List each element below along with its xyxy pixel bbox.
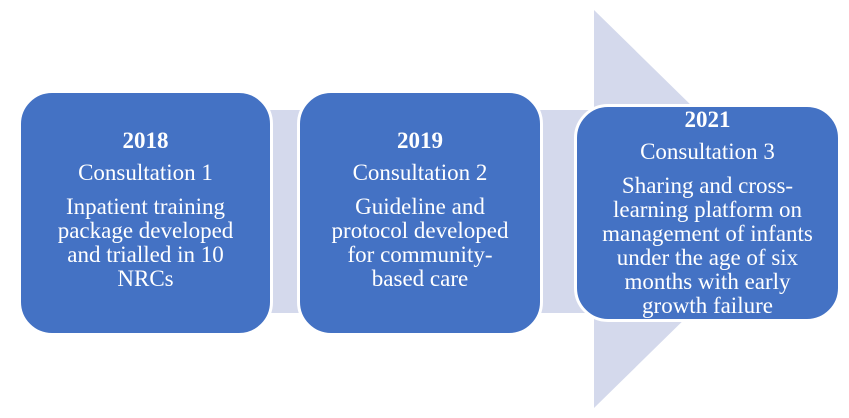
milestone-description: Sharing and cross- learning platform on … xyxy=(602,173,813,318)
milestone-description: Guideline and protocol developed for com… xyxy=(331,194,509,291)
milestone-label: Consultation 1 xyxy=(78,160,213,185)
milestone-box-2021: 2021 Consultation 3 Sharing and cross- l… xyxy=(574,104,841,322)
milestone-year: 2019 xyxy=(397,128,443,153)
milestone-box-2018: 2018 Consultation 1 Inpatient training p… xyxy=(18,90,273,336)
milestone-box-2019: 2019 Consultation 2 Guideline and protoc… xyxy=(297,90,543,336)
milestone-description: Inpatient training package developed and… xyxy=(57,194,234,291)
milestone-label: Consultation 3 xyxy=(640,139,775,164)
milestone-year: 2018 xyxy=(122,128,169,153)
milestone-label: Consultation 2 xyxy=(352,160,488,185)
milestone-year: 2021 xyxy=(684,107,731,132)
